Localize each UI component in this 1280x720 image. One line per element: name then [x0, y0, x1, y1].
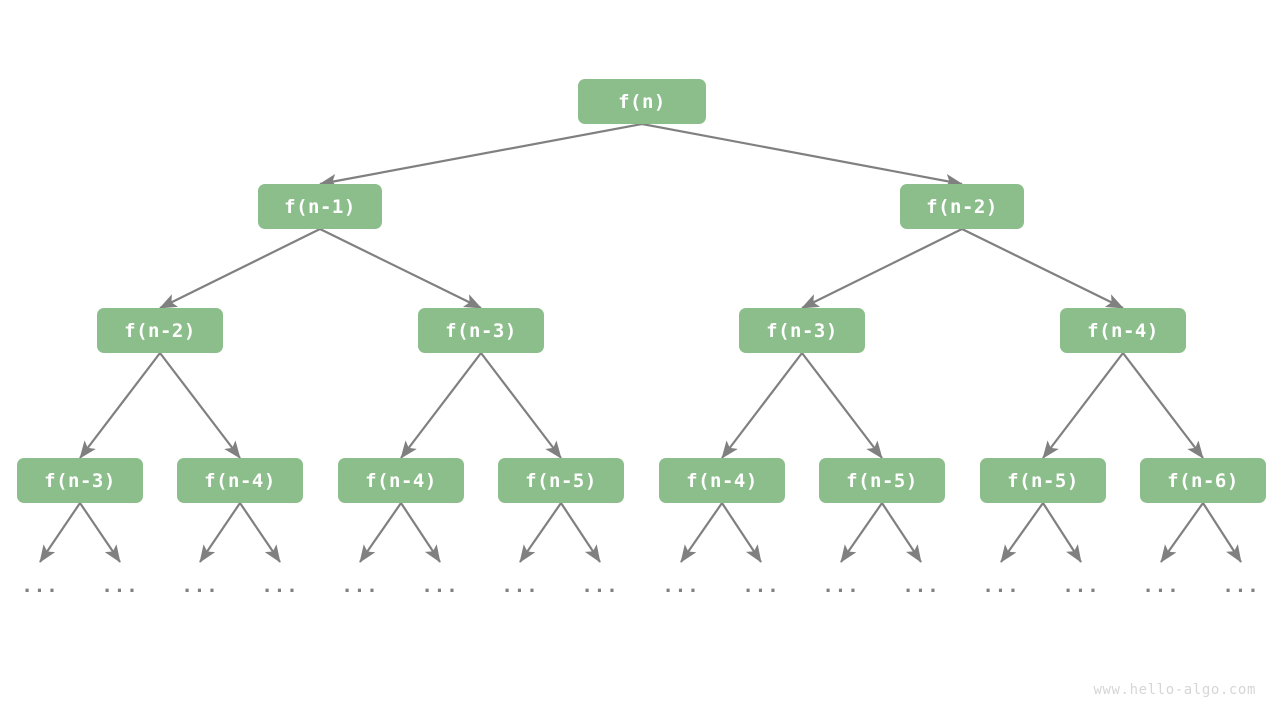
tree-edge: [239, 502, 281, 563]
tree-edge: [1160, 502, 1204, 563]
ellipsis-marker: ...: [581, 575, 619, 597]
tree-node: f(n-5): [819, 458, 945, 503]
tree-stub-edges: [39, 502, 1242, 563]
ellipsis-marker: ...: [101, 575, 139, 597]
tree-node: f(n): [578, 79, 706, 124]
ellipsis-marker: ...: [21, 575, 59, 597]
tree-edge: [159, 352, 241, 459]
tree-edge: [400, 352, 482, 459]
tree-node: f(n-1): [258, 184, 382, 229]
tree-edge: [641, 122, 963, 188]
tree-node: f(n-5): [980, 458, 1106, 503]
tree-edge: [159, 228, 321, 309]
ellipsis-marker: ...: [341, 575, 379, 597]
tree-edge: [801, 228, 963, 309]
tree-edge: [79, 502, 121, 563]
tree-node: f(n-6): [1140, 458, 1266, 503]
ellipsis-marker: ...: [421, 575, 459, 597]
tree-node: f(n-5): [498, 458, 624, 503]
tree-edge: [961, 228, 1124, 309]
tree-node: f(n-3): [418, 308, 544, 353]
ellipsis-marker: ...: [501, 575, 539, 597]
tree-edge: [480, 352, 562, 459]
ellipsis-marker: ...: [902, 575, 940, 597]
tree-edge: [560, 502, 601, 563]
tree-edge: [359, 502, 402, 563]
ellipsis-marker: ...: [181, 575, 219, 597]
ellipsis-marker: ...: [1062, 575, 1100, 597]
tree-node: f(n-2): [900, 184, 1024, 229]
tree-node: f(n-4): [659, 458, 785, 503]
tree-edge: [680, 502, 723, 563]
ellipsis-marker: ...: [742, 575, 780, 597]
tree-edge: [721, 502, 762, 563]
tree-edges: [79, 122, 1204, 459]
tree-node: f(n-4): [1060, 308, 1186, 353]
ellipsis-marker: ...: [982, 575, 1020, 597]
tree-edge: [199, 502, 241, 563]
tree-edge: [1122, 352, 1204, 459]
tree-node: f(n-2): [97, 308, 223, 353]
tree-edge: [79, 352, 161, 459]
tree-node: f(n-3): [739, 308, 865, 353]
tree-edge: [39, 502, 81, 563]
ellipsis-marker: ...: [1222, 575, 1260, 597]
tree-node: f(n-3): [17, 458, 143, 503]
tree-edge: [519, 502, 562, 563]
tree-node: f(n-4): [177, 458, 303, 503]
tree-node: f(n-4): [338, 458, 464, 503]
tree-edge: [319, 228, 482, 309]
tree-edge: [319, 122, 643, 188]
ellipsis-marker: ...: [261, 575, 299, 597]
watermark: www.hello-algo.com: [1093, 682, 1256, 698]
tree-edge: [1042, 352, 1124, 459]
tree-edge: [801, 352, 883, 459]
tree-edge: [1000, 502, 1044, 563]
tree-edge: [881, 502, 922, 563]
ellipsis-marker: ...: [1142, 575, 1180, 597]
tree-edge: [1042, 502, 1082, 563]
tree-edge: [1202, 502, 1242, 563]
ellipsis-marker: ...: [662, 575, 700, 597]
tree-edge: [400, 502, 441, 563]
ellipsis-marker: ...: [822, 575, 860, 597]
tree-edge: [840, 502, 883, 563]
tree-edge: [721, 352, 803, 459]
